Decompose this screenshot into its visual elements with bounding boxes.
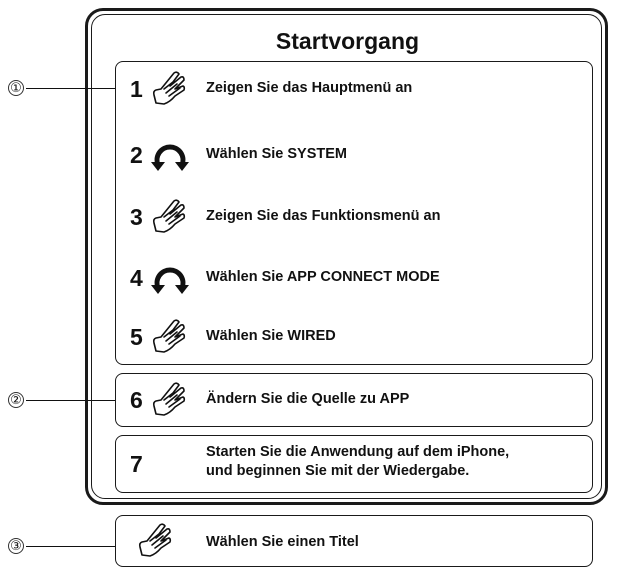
- step-7-text-line2: und beginnen Sie mit der Wiedergabe.: [206, 463, 470, 479]
- step-7-text-line1: Starten Sie die Anwendung auf dem iPhone…: [206, 444, 510, 460]
- extra-step-box: Wählen Sie einen Titel: [115, 515, 593, 567]
- callout-1: ①: [8, 80, 116, 96]
- step-3: 3 Zeigen Sie das Funktionsmenü an: [116, 197, 440, 237]
- diagram-frame: [85, 8, 608, 505]
- diagram-title: Startvorgang: [275, 28, 420, 54]
- step-1-text: Zeigen Sie das Hauptmenü an: [206, 80, 413, 96]
- step-6-number: 6: [130, 386, 143, 413]
- callout-2: ②: [8, 392, 116, 408]
- callout-3-line: [26, 545, 116, 547]
- touch-hand-icon: [150, 317, 190, 357]
- touch-hand-icon: [150, 380, 190, 420]
- callout-1-line: [26, 87, 116, 89]
- step-1: 1 Zeigen Sie das Hauptmenü an: [116, 69, 412, 109]
- step-6-text: Ändern Sie die Quelle zu APP: [206, 391, 410, 407]
- step-2: 2 Wählen Sie SYSTEM: [116, 135, 347, 175]
- callout-1-mark: ①: [8, 80, 24, 96]
- step-2-number: 2: [130, 141, 143, 168]
- step-4-text: Wählen Sie APP CONNECT MODE: [206, 269, 440, 285]
- callout-2-line: [26, 399, 116, 401]
- step-5-text: Wählen Sie WIRED: [206, 328, 336, 344]
- step-4: 4 Wählen Sie APP CONNECT MODE: [116, 258, 440, 298]
- step-6-box: 6 Ändern Sie die Quelle zu APP: [115, 373, 593, 427]
- step-2-text: Wählen Sie SYSTEM: [206, 146, 347, 162]
- step-5: 5 Wählen Sie WIRED: [116, 317, 336, 357]
- callout-2-mark: ②: [8, 392, 24, 408]
- step-7-number: 7: [130, 451, 143, 477]
- callout-3: ③: [8, 538, 116, 554]
- touch-hand-icon: [150, 69, 190, 109]
- step-3-number: 3: [130, 203, 143, 230]
- steps-box-1-5: 1 Zeigen Sie das Hauptmenü an 2 Wählen S…: [115, 61, 593, 365]
- callout-3-mark: ③: [8, 538, 24, 554]
- extra-step-text: Wählen Sie einen Titel: [206, 534, 359, 550]
- step-7-box: 7 Starten Sie die Anwendung auf dem iPho…: [115, 435, 593, 493]
- step-5-number: 5: [130, 323, 143, 350]
- step-3-text: Zeigen Sie das Funktionsmenü an: [206, 208, 441, 224]
- extra-step: [134, 521, 176, 561]
- rotate-knob-icon: [150, 135, 190, 175]
- touch-hand-icon: [136, 521, 176, 561]
- step-6: 6 Ändern Sie die Quelle zu APP: [116, 380, 409, 420]
- rotate-knob-icon: [150, 258, 190, 298]
- step-1-number: 1: [130, 75, 143, 102]
- touch-hand-icon: [150, 197, 190, 237]
- step-4-number: 4: [130, 264, 143, 291]
